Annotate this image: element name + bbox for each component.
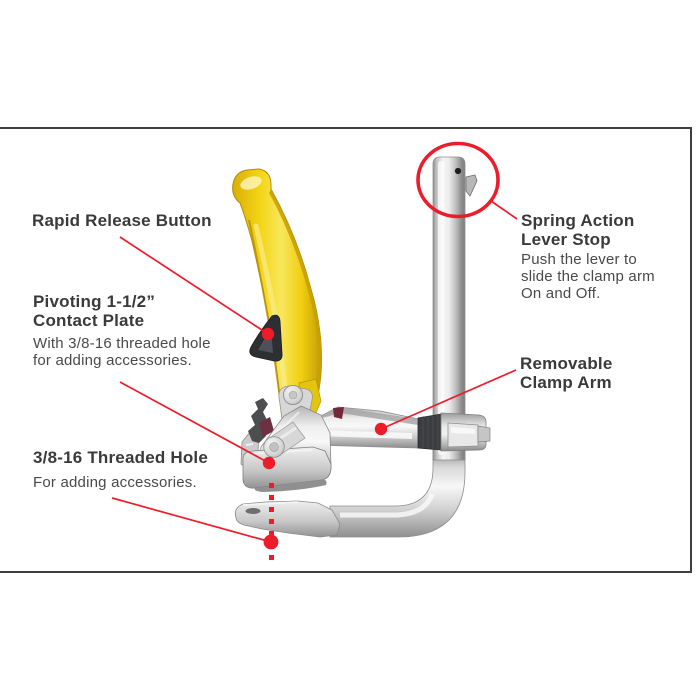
jaw-foot-slot: [245, 508, 261, 514]
bar-pin-hole: [454, 167, 462, 175]
ratchet-pawl-accent: [259, 417, 274, 437]
threaded-hole-title: 3/8-16 Threaded Hole: [33, 448, 209, 467]
arm-highlight: [316, 430, 412, 439]
pivoting-title-line1: Pivoting 1-1/2”: [33, 292, 156, 311]
fixed-jaw-foot: [234, 500, 341, 538]
label-pivoting-contact-plate-title: Pivoting 1-1/2” Contact Plate: [33, 292, 155, 330]
spring-lever-stop-tab: [465, 174, 478, 197]
bar-bottom-l-section: [329, 449, 466, 538]
arm-sleeve-face-highlight: [451, 427, 475, 434]
callout-dot-contact-plate: [262, 456, 276, 470]
contact-plate-lip: [254, 479, 327, 492]
pivoting-desc-line2: for adding accessories.: [33, 352, 192, 369]
bar-bottom-highlight: [340, 493, 435, 518]
jaw-foot-shape: [234, 500, 341, 538]
leader-line-threaded-hole: [111, 497, 272, 543]
leader-line-contact-plate: [119, 381, 270, 464]
bar-vertical-highlight: [438, 161, 444, 455]
label-removable-clamp-arm: Removable Clamp Arm: [520, 354, 613, 392]
contact-plate: [242, 446, 332, 489]
callout-dot-threaded-hole: [263, 534, 279, 550]
callout-dot-rapid-release: [261, 327, 275, 341]
leader-line-rapid-release: [119, 236, 269, 335]
removable-arm-title-line2: Clamp Arm: [520, 373, 612, 392]
arm-grip-texture: [422, 414, 439, 450]
leader-line-spring-action: [490, 200, 518, 220]
spring-action-desc-line1: Push the lever to: [521, 251, 637, 268]
arm-maroon-wedge: [333, 407, 344, 419]
threaded-hole-desc: For adding accessories.: [33, 474, 197, 491]
arm-sleeve-face: [447, 422, 479, 448]
removable-arm-title-line1: Removable: [520, 354, 613, 373]
rapid-release-title: Rapid Release Button: [32, 211, 212, 230]
label-threaded-hole-desc: For adding accessories.: [33, 474, 197, 491]
clamp-head-assembly: [240, 398, 332, 492]
pivot-cylinder-center: [269, 442, 279, 452]
spring-action-desc-line3: On and Off.: [521, 285, 601, 302]
leader-line-clamp-arm: [380, 369, 517, 430]
spring-action-title-line2: Lever Stop: [521, 230, 611, 249]
callout-dot-clamp-arm: [374, 422, 388, 436]
removable-clamp-arm: [310, 406, 491, 452]
arm-sleeve-tab: [477, 425, 491, 443]
spring-action-desc-line2: slide the clamp arm: [521, 268, 655, 285]
label-rapid-release: Rapid Release Button: [32, 211, 212, 230]
spring-action-title-line1: Spring Action: [521, 211, 635, 230]
pivoting-title-line2: Contact Plate: [33, 311, 145, 330]
label-threaded-hole-title: 3/8-16 Threaded Hole: [33, 448, 208, 467]
diagram-border-frame: [0, 127, 692, 573]
label-spring-action-title: Spring Action Lever Stop: [521, 211, 634, 249]
bar-vertical-section: [432, 156, 478, 461]
handle-edge-shadow: [269, 189, 322, 450]
label-pivoting-contact-plate-desc: With 3/8-16 threaded hole for adding acc…: [33, 335, 211, 369]
highlight-circle-lever-stop: [416, 141, 500, 219]
jaw-foot-highlight: [242, 501, 299, 506]
red-annotations: [111, 141, 518, 563]
bar-bottom-shape: [329, 449, 466, 538]
handle-knob-highlight: [240, 176, 262, 190]
link-pivot-pin-center: [288, 390, 298, 400]
label-spring-action-desc: Push the lever to slide the clamp arm On…: [521, 251, 655, 302]
pivoting-desc-line1: With 3/8-16 threaded hole: [33, 335, 211, 352]
